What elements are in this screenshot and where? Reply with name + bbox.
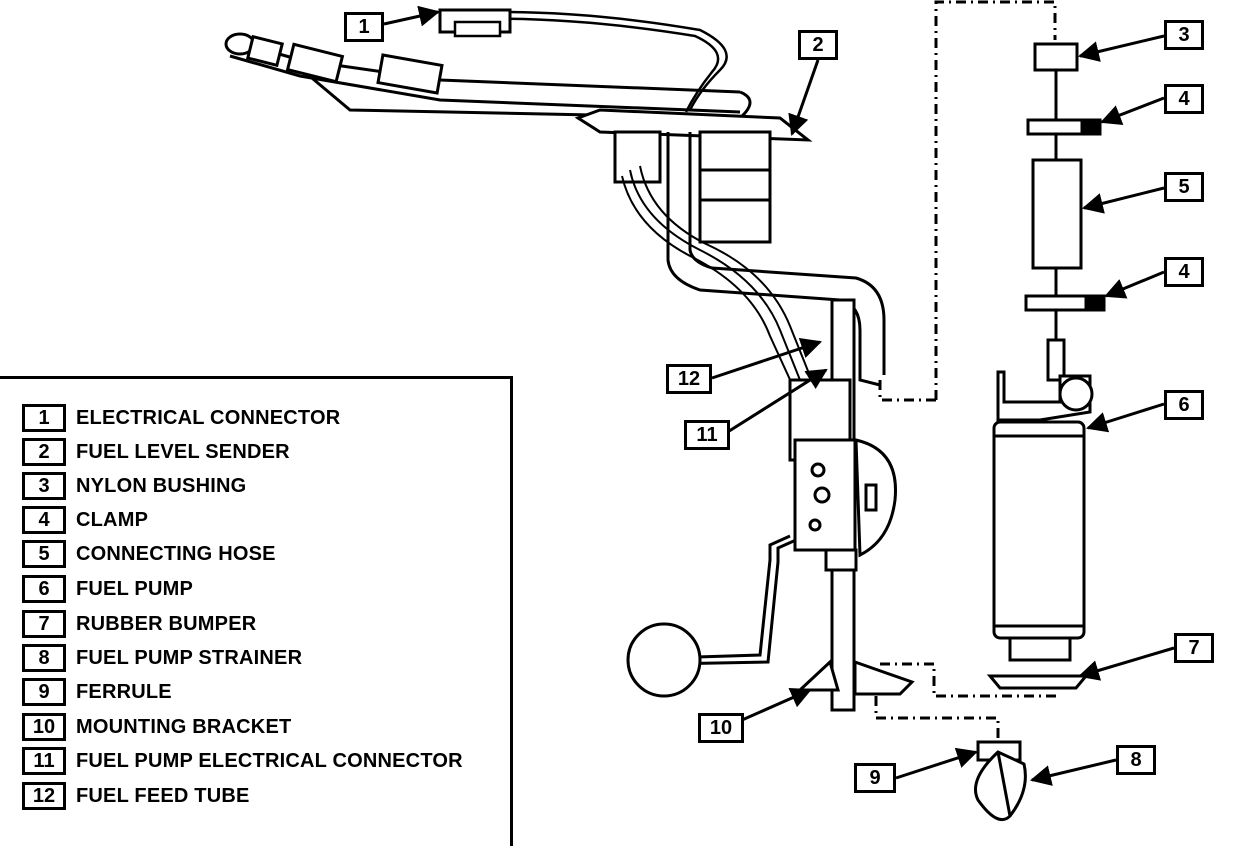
nylon-bushing — [1033, 42, 1079, 72]
float-arm — [626, 534, 797, 698]
legend-item: 6 FUEL PUMP — [22, 574, 193, 604]
callout-1: 1 — [344, 12, 384, 42]
fuel-line-tubes — [224, 32, 752, 120]
legend-number: 3 — [22, 472, 66, 500]
callout-4-lower: 4 — [1164, 257, 1204, 287]
wiring-harness — [621, 165, 811, 385]
legend-label: FUEL FEED TUBE — [76, 784, 250, 807]
legend-label: FUEL PUMP STRAINER — [76, 646, 303, 669]
legend-number: 11 — [22, 747, 66, 775]
float-ball — [626, 622, 702, 698]
callout-2: 2 — [798, 30, 838, 60]
callout-7: 7 — [1174, 633, 1214, 663]
callout-3: 3 — [1164, 20, 1204, 50]
callout-10: 10 — [698, 713, 744, 743]
legend-box — [0, 376, 513, 846]
hose-stack — [1024, 42, 1106, 340]
callout-8: 8 — [1116, 745, 1156, 775]
legend-number: 2 — [22, 438, 66, 466]
legend-item: 1 ELECTRICAL CONNECTOR — [22, 403, 340, 433]
legend-label: CONNECTING HOSE — [76, 542, 276, 565]
electrical-connector-wire — [438, 8, 728, 113]
legend-number: 9 — [22, 678, 66, 706]
legend-number: 4 — [22, 506, 66, 534]
legend-item: 7 RUBBER BUMPER — [22, 609, 256, 639]
callout-11: 11 — [684, 420, 730, 450]
legend-item: 2 FUEL LEVEL SENDER — [22, 437, 290, 467]
legend-item: 8 FUEL PUMP STRAINER — [22, 643, 302, 673]
callout-6: 6 — [1164, 390, 1204, 420]
legend-label: FERRULE — [76, 680, 172, 703]
mounting-bracket-bottom — [796, 659, 1060, 742]
callout-4-upper: 4 — [1164, 84, 1204, 114]
legend-label: MOUNTING BRACKET — [76, 715, 292, 738]
callout-5: 5 — [1164, 172, 1204, 202]
legend-number: 12 — [22, 782, 66, 810]
legend-label: ELECTRICAL CONNECTOR — [76, 406, 341, 429]
legend-item: 12 FUEL FEED TUBE — [22, 781, 250, 811]
legend-label: FUEL PUMP ELECTRICAL CONNECTOR — [76, 749, 463, 772]
legend-item: 11 FUEL PUMP ELECTRICAL CONNECTOR — [22, 746, 463, 776]
legend-label: CLAMP — [76, 508, 149, 531]
leader-lines — [383, 5, 1175, 786]
mounting-bracket-assembly — [788, 298, 898, 712]
fuel-level-sender-flange — [574, 108, 813, 244]
legend-item: 9 FERRULE — [22, 677, 172, 707]
legend-number: 10 — [22, 713, 66, 741]
legend-number: 7 — [22, 610, 66, 638]
legend-item: 3 NYLON BUSHING — [22, 471, 246, 501]
connecting-hose — [1031, 158, 1083, 270]
legend-item: 10 MOUNTING BRACKET — [22, 712, 291, 742]
legend-item: 5 CONNECTING HOSE — [22, 539, 276, 569]
callout-12: 12 — [666, 364, 712, 394]
legend-number: 8 — [22, 644, 66, 672]
legend-label: NYLON BUSHING — [76, 474, 247, 497]
legend-label: FUEL PUMP — [76, 577, 193, 600]
legend-label: FUEL LEVEL SENDER — [76, 440, 290, 463]
legend-label: RUBBER BUMPER — [76, 612, 257, 635]
legend-item: 4 CLAMP — [22, 505, 148, 535]
legend-number: 5 — [22, 540, 66, 568]
legend-number: 1 — [22, 404, 66, 432]
callout-9: 9 — [854, 763, 896, 793]
legend-number: 6 — [22, 575, 66, 603]
fuel-pump-strainer — [974, 740, 1027, 821]
fuel-pump — [986, 338, 1094, 690]
